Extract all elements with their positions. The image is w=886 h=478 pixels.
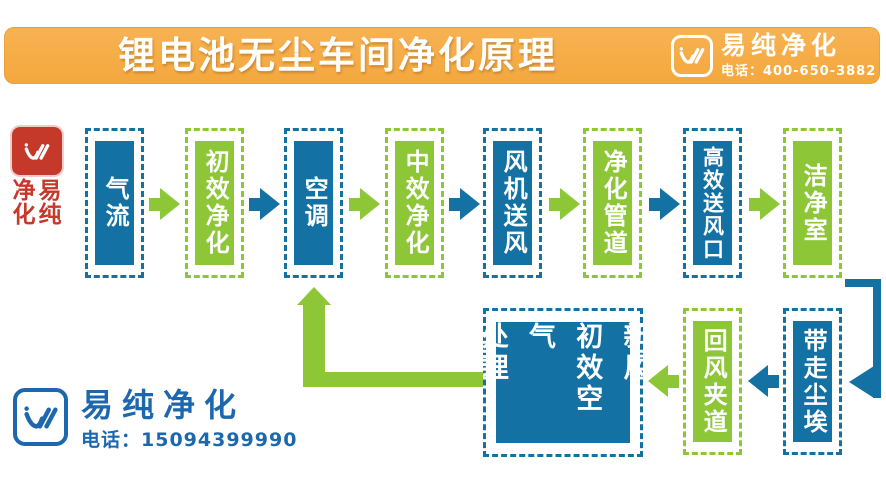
flow-arrow-right <box>649 188 680 220</box>
company-seal: 净 易 化 纯 <box>8 127 66 226</box>
connector-blue-horizontal <box>845 279 881 287</box>
flow-node-carry-dust: 带走尘埃 <box>783 308 842 455</box>
page-title: 锂电池无尘车间净化原理 <box>118 34 558 77</box>
flow-node-cleanroom: 洁净室 <box>783 128 842 278</box>
footer-brand-phone: 电话：15094399990 <box>81 429 298 452</box>
flow-node-fresh-air-treatment: 新风、 初效空气 处理 <box>477 308 650 457</box>
seal-char: 纯 <box>38 201 62 228</box>
connector-green-arrowhead-up <box>297 287 331 305</box>
w-logo-icon <box>12 127 62 175</box>
flow-arrow-left <box>648 365 679 397</box>
flow-node-label: 带走尘埃 <box>793 321 832 442</box>
flow-node-label: 洁净室 <box>793 141 832 265</box>
flow-node-airflow: 气流 <box>85 128 144 278</box>
flow-node-label: 高效送风口 <box>693 141 732 265</box>
flow-node-label: 回风夹道 <box>693 321 732 442</box>
flow-node-label: 新风、 初效空气 处理 <box>477 322 650 443</box>
header-brand-text: 易纯净化 电话：400-650-3882 <box>721 32 876 79</box>
seal-characters: 净 易 化 纯 <box>13 179 62 226</box>
footer-brand-text: 易纯净化 电话：15094399990 <box>81 386 298 452</box>
header-brand: 易纯净化 电话：400-650-3882 <box>671 32 879 79</box>
connector-green-vertical <box>303 303 325 387</box>
flow-arrow-right <box>549 188 580 220</box>
flow-node-label: 初效净化 <box>195 141 234 265</box>
flow-arrow-right <box>449 188 480 220</box>
w-logo-icon <box>671 34 713 77</box>
flow-arrow-right <box>349 188 380 220</box>
flow-arrow-right <box>749 188 780 220</box>
flow-node-label: 空调 <box>294 141 333 265</box>
seal-char: 净 <box>12 177 36 204</box>
flow-node-hepa-outlet: 高效送风口 <box>683 128 742 278</box>
flow-node-label: 净化管道 <box>593 141 632 265</box>
flow-arrow-right <box>249 188 280 220</box>
header-bar: 锂电池无尘车间净化原理 易纯净化 电话：400-650-3882 <box>4 27 880 84</box>
flow-node-purify-duct: 净化管道 <box>583 128 642 278</box>
brand-phone: 电话：400-650-3882 <box>721 63 877 79</box>
seal-char: 易 <box>38 177 62 204</box>
flow-node-label: 风机送风 <box>493 141 532 265</box>
footer-brand-name: 易纯净化 <box>81 386 246 424</box>
flow-node-fan-supply: 风机送风 <box>483 128 542 278</box>
brand-name: 易纯净化 <box>721 31 842 61</box>
connector-blue-vertical <box>873 279 881 398</box>
connector-blue-arrowhead-left <box>849 366 874 398</box>
flow-node-label: 中效净化 <box>395 141 434 265</box>
flow-node-primary-purify: 初效净化 <box>185 128 244 278</box>
w-logo-icon <box>13 388 68 446</box>
footer-brand: 易纯净化 电话：15094399990 <box>13 386 298 452</box>
connector-green-horizontal <box>308 372 483 387</box>
flow-arrow-right <box>149 188 180 220</box>
flow-node-air-conditioner: 空调 <box>284 128 343 278</box>
seal-char: 化 <box>12 201 36 228</box>
flow-node-medium-purify: 中效净化 <box>385 128 444 278</box>
flow-arrow-left <box>748 365 779 397</box>
flow-node-return-air-passage: 回风夹道 <box>683 308 742 455</box>
flow-node-label: 气流 <box>95 141 134 265</box>
